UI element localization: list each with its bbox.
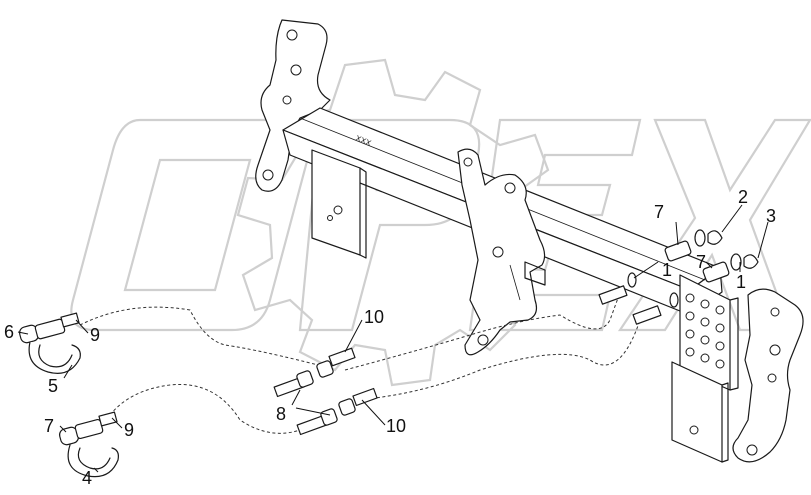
hose-upper-right [344, 297, 619, 371]
callout-8: 8 [276, 404, 286, 424]
hose-lower-right [354, 309, 661, 401]
callout-1-right: 1 [736, 272, 746, 292]
lower-right-plate [671, 361, 729, 463]
hose-lower [109, 383, 301, 434]
callout-10-upper: 10 [364, 307, 384, 327]
callout-9-lower: 9 [124, 420, 134, 440]
hose-upper [79, 306, 331, 369]
middle-bracket [457, 148, 546, 356]
callout-labels: 1 1 2 3 4 5 6 7 7 7 8 9 9 10 10 [4, 187, 776, 488]
upper-mounting-bracket [255, 19, 331, 192]
callout-2: 2 [738, 187, 748, 207]
callout-4: 4 [82, 468, 92, 488]
fittings-upper [273, 347, 356, 398]
coupling-assembly-lower [58, 411, 119, 478]
left-mounting-plate [311, 149, 367, 259]
callout-7-upper: 7 [654, 202, 664, 222]
callout-3: 3 [766, 206, 776, 226]
right-hole-plate [679, 274, 739, 391]
callout-10-lower: 10 [386, 416, 406, 436]
right-side-bracket [732, 288, 804, 463]
callout-7-lower-left: 7 [44, 416, 54, 436]
callout-5: 5 [48, 376, 58, 396]
leader-lines [17, 204, 769, 473]
callout-9-upper: 9 [90, 325, 100, 345]
callout-7-right: 7 [696, 252, 706, 272]
hydraulic-hoses [79, 297, 661, 434]
callout-1-upper: 1 [662, 260, 672, 280]
coupling-assembly-upper [18, 312, 81, 374]
callout-6: 6 [4, 322, 14, 342]
fittings-lower [296, 387, 378, 436]
fittings-right [598, 229, 759, 325]
